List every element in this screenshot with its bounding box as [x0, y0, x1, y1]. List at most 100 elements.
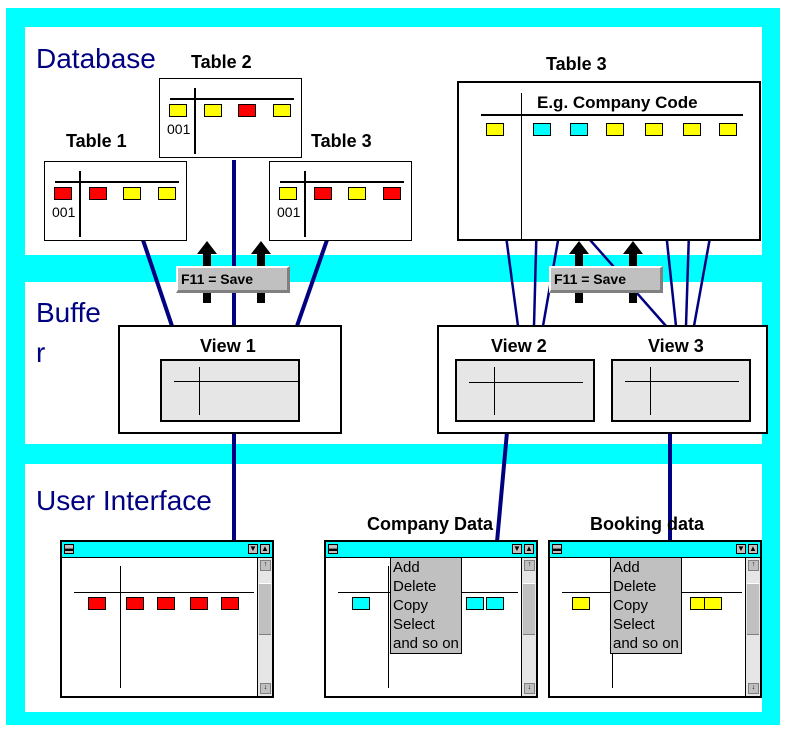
window-cell-red[interactable] [126, 597, 144, 610]
row-id: 001 [52, 204, 76, 220]
db-table-2[interactable]: 001 [159, 78, 302, 158]
window-title-bar[interactable]: ▬ ▼▲ [550, 542, 760, 558]
db-table-header-line [55, 181, 179, 183]
company-code-cell-cyan[interactable] [570, 123, 588, 136]
menu-item-add[interactable]: Add [393, 559, 420, 576]
menu-item-copy[interactable]: Copy [393, 597, 429, 614]
row-id: 001 [277, 204, 301, 220]
scroll-down-arrow-icon[interactable]: ↓ [748, 683, 759, 694]
window-title-bar[interactable]: ▬ ▼▲ [326, 542, 536, 558]
scrollbar-thumb[interactable] [747, 583, 759, 635]
window-down-icon[interactable]: ▼ [248, 544, 258, 554]
booking-data-title: Booking data [590, 514, 705, 534]
view-1-label: View 1 [200, 336, 256, 356]
user-interface-layer-label: User Interface [36, 485, 212, 516]
menu-item-and-so-on[interactable]: and so on [613, 635, 679, 652]
menu-item-and-so-on[interactable]: and so on [393, 635, 459, 652]
db-table-cell-yellow[interactable] [169, 104, 187, 117]
menu-item-add[interactable]: Add [613, 559, 640, 576]
minimize-icon[interactable]: ▬ [64, 544, 74, 554]
minimize-icon[interactable]: ▬ [328, 544, 338, 554]
company-code-cell-yellow[interactable] [606, 123, 624, 136]
window-up-icon[interactable]: ▲ [524, 544, 534, 554]
big-table3-label: Table 3 [546, 54, 607, 74]
menu-item-select[interactable]: Select [613, 616, 655, 633]
vertical-scrollbar[interactable]: ↑↓ [521, 558, 536, 696]
view-1[interactable]: View 1 [118, 325, 342, 434]
window-title-bar[interactable]: ▬ ▼▲ [62, 542, 272, 558]
db-table-3[interactable]: 001 [269, 161, 412, 241]
view-2[interactable] [455, 359, 595, 422]
window-cell-red[interactable] [157, 597, 175, 610]
menu-item-select[interactable]: Select [393, 616, 435, 633]
db-table-1[interactable]: 001 [44, 161, 187, 241]
company-code-cell-yellow[interactable] [645, 123, 663, 136]
db-table-cell-red[interactable] [238, 104, 256, 117]
scrollbar-thumb[interactable] [523, 583, 535, 635]
scroll-down-arrow-icon[interactable]: ↓ [524, 683, 535, 694]
table3-label: Table 3 [311, 131, 372, 151]
db-table-cell-yellow[interactable] [348, 187, 366, 200]
window-cell-cyan[interactable] [486, 597, 504, 610]
view-3[interactable] [611, 359, 751, 422]
big-table-header-line [481, 114, 743, 116]
window-table-vline [388, 566, 389, 688]
window-up-icon[interactable]: ▲ [260, 544, 270, 554]
view-2-table-hline [469, 382, 583, 383]
f11-save-button-2[interactable]: F11 = Save [549, 266, 663, 293]
scroll-up-arrow-icon[interactable]: ↑ [260, 560, 271, 571]
db-table-cell-yellow[interactable] [123, 187, 141, 200]
window-cell-cyan[interactable] [352, 597, 370, 610]
big-table-header: E.g. Company Code [537, 93, 698, 112]
menu-item-delete[interactable]: Delete [613, 578, 657, 595]
scroll-down-arrow-icon[interactable]: ↓ [260, 683, 271, 694]
company-code-cell-yellow[interactable] [683, 123, 701, 136]
window-cell-red[interactable] [221, 597, 239, 610]
scroll-up-arrow-icon[interactable]: ↑ [524, 560, 535, 571]
view-3-label: View 3 [648, 336, 704, 356]
window-cell-red[interactable] [88, 597, 106, 610]
window-up-icon[interactable]: ▲ [748, 544, 758, 554]
scrollbar-thumb[interactable] [259, 583, 271, 635]
db-table-cell-yellow[interactable] [279, 187, 297, 200]
view-3-table-vline [650, 367, 651, 415]
window-cell-yellow[interactable] [572, 597, 590, 610]
company-code-cell-yellow[interactable] [486, 123, 504, 136]
big-table-divider [521, 93, 522, 239]
buffer-layer-label-line1: Buffe [36, 297, 101, 328]
company-code-cell-yellow[interactable] [719, 123, 737, 136]
view-1-table-hline [174, 381, 300, 382]
db-table-cell-yellow[interactable] [158, 187, 176, 200]
window-cell-red[interactable] [190, 597, 208, 610]
db-table-header-line [280, 181, 404, 183]
window-cell-yellow[interactable] [704, 597, 722, 610]
db-table-cell-red[interactable] [314, 187, 332, 200]
window-down-icon[interactable]: ▼ [736, 544, 746, 554]
f11-save-button-1[interactable]: F11 = Save [176, 266, 290, 293]
ui-window-1[interactable]: ▬▼▲↑↓ [60, 540, 274, 698]
view-1-table [160, 359, 300, 422]
vertical-scrollbar[interactable]: ↑↓ [745, 558, 760, 696]
minimize-icon[interactable]: ▬ [552, 544, 562, 554]
db-table-cell-red[interactable] [89, 187, 107, 200]
db-table-header-line [170, 98, 294, 100]
scroll-up-arrow-icon[interactable]: ↑ [748, 560, 759, 571]
menu-item-delete[interactable]: Delete [393, 578, 437, 595]
window-down-icon[interactable]: ▼ [512, 544, 522, 554]
buffer-layer-label-line2: r [36, 337, 46, 368]
window-cell-cyan[interactable] [466, 597, 484, 610]
db-table-cell-red[interactable] [383, 187, 401, 200]
menu-item-copy[interactable]: Copy [613, 597, 649, 614]
company-code-cell-cyan[interactable] [533, 123, 551, 136]
db-table-cell-red[interactable] [54, 187, 72, 200]
db-table-3-company-code[interactable]: E.g. Company Code [457, 81, 761, 241]
view-2-label: View 2 [491, 336, 547, 356]
vertical-scrollbar[interactable]: ↑↓ [257, 558, 272, 696]
db-table-cell-yellow[interactable] [273, 104, 291, 117]
db-table-cell-yellow[interactable] [204, 104, 222, 117]
row-id: 001 [167, 121, 191, 137]
